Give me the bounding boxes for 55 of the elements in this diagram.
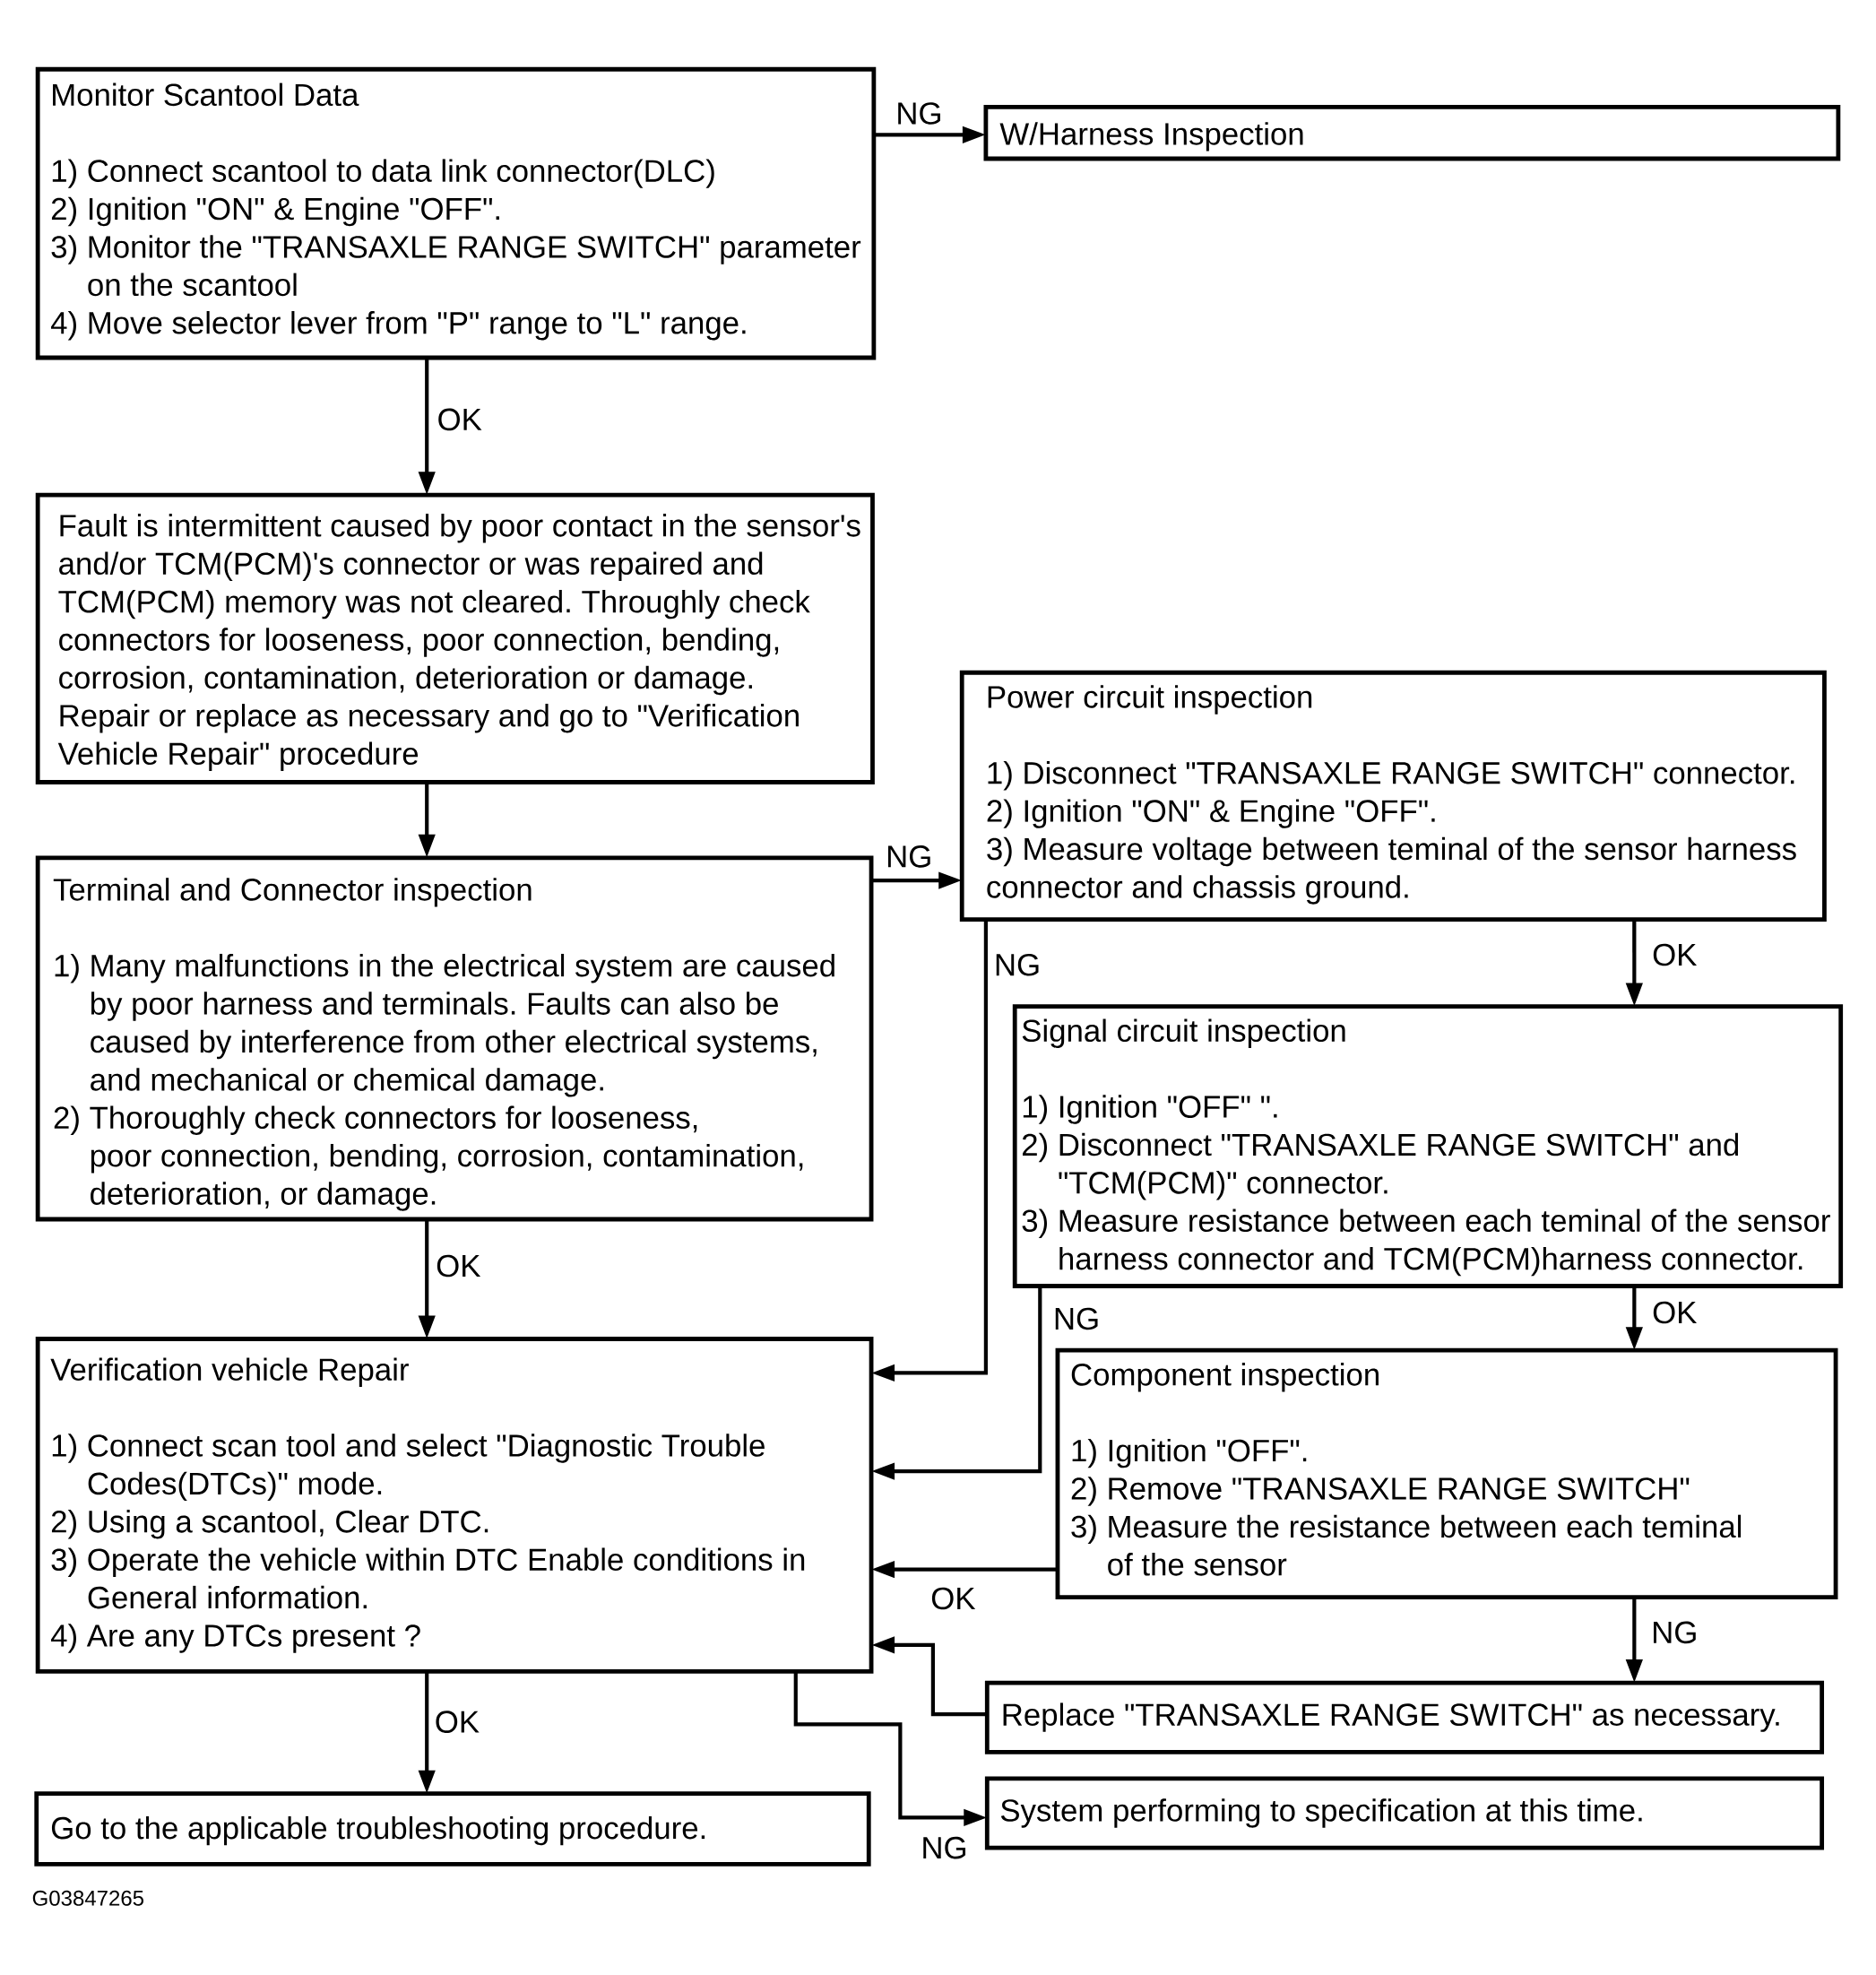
step-text: System performing to specification at this time. (1000, 1798, 1642, 1828)
step-item: 2) Thoroughly check connectors for looseness, poor connection, bending, corrosion, contamination, deterioration, or damage. (54, 1105, 803, 1211)
edge-label: NG (996, 953, 1039, 976)
step-item: 1) Many malfunctions in the electrical system are caused by poor harness and terminals. Faults can also be caused by interference from other electrical systems, and mechanical or chemical damage. (55, 953, 834, 1097)
step-item: 1) Disconnect "TRANSAXLE RANGE SWITCH" connector. (988, 761, 1794, 791)
process-box (1055, 1347, 1838, 1599)
process-box (35, 1337, 874, 1674)
process-box (35, 855, 874, 1222)
step-item: 3) Measure resistance between each teminal of the sensor harness connector and TCM(PCM)harness connector. (1022, 1208, 1830, 1277)
step-heading: Terminal and Connector inspection (53, 878, 532, 907)
process-box (35, 492, 875, 784)
step-item: 3) Measure voltage between teminal of the sensor harness connector and chassis ground. (987, 836, 1796, 905)
process-box (959, 670, 1827, 923)
step-item: 2) Ignition "ON" & Engine "OFF". (987, 799, 1435, 828)
edge-label: OK (1653, 1301, 1697, 1324)
process-box (35, 66, 877, 360)
step-text: Repair or replace as necessary and go to "Verification Vehicle Repair" procedure (57, 704, 799, 771)
step-item: 4) Are any DTCs present ? (50, 1624, 420, 1653)
edge-label: OK (931, 1587, 976, 1610)
step-item: 2) Disconnect "TRANSAXLE RANGE SWITCH" and "TCM(PCM)" connector. (1023, 1132, 1739, 1200)
step-item: 2) Using a scantool, Clear DTC. (51, 1510, 488, 1539)
step-item: 3) Operate the vehicle within DTC Enable conditions in General information. (51, 1547, 805, 1609)
step-item: 4) Move selector lever from "P" range to "L" range. (50, 311, 746, 341)
edge-label: OK (1653, 943, 1697, 966)
process-box (983, 105, 1841, 161)
edge-label: OK (437, 1254, 481, 1278)
process-box (34, 1791, 871, 1867)
process-box (1012, 1004, 1844, 1288)
edge-label: NG (887, 845, 930, 868)
edge-label: NG (923, 1836, 965, 1859)
step-heading: Verification vehicle Repair (50, 1357, 409, 1387)
process-box (984, 1680, 1825, 1754)
edge-label: OK (438, 408, 482, 431)
edge-label: NG (898, 102, 940, 125)
edge-label: NG (1055, 1307, 1098, 1330)
step-item: 2) Remove "TRANSAXLE RANGE SWITCH" (1071, 1477, 1690, 1506)
step-item: 3) Measure the resistance between each teminal of the sensor (1071, 1514, 1742, 1576)
step-heading: Monitor Scantool Data (53, 82, 359, 107)
step-item: 1) Connect scantool to data link connector(DLC) (52, 159, 714, 188)
step-text: Go to the applicable troubleshooting procedure. (51, 1815, 705, 1846)
step-item: 1) Ignition "OFF". (1072, 1438, 1307, 1468)
edge-label: NG (1654, 1621, 1696, 1644)
step-item: 3) Monitor the "TRANSAXLE RANGE SWITCH" parameter on the scantool (51, 235, 861, 297)
process-box (984, 1776, 1825, 1850)
step-item: 1) Ignition "OFF" ". (1023, 1095, 1277, 1124)
step-heading: Signal circuit inspection (1022, 1018, 1345, 1048)
step-text: Replace "TRANSAXLE RANGE SWITCH" as necessary. (1003, 1702, 1779, 1732)
step-heading: Power circuit inspection (988, 685, 1312, 715)
step-text: Fault is intermittent caused by poor contact in the sensor's and/or TCM(PCM)'s connector or was repaired and TCM(PCM) memory was not cleared. Throughly check connectors for looseness, poor connection, bending, corrosion, contamination, deterioration or damage. (58, 514, 860, 696)
step-item: 2) Ignition "ON" & Engine "OFF". (51, 196, 499, 227)
step-item: 1) Connect scan tool and select "Diagnostic Trouble Codes(DTCs)" mode. (52, 1434, 765, 1502)
step-heading: Component inspection (1071, 1363, 1379, 1392)
edge-label: OK (436, 1711, 480, 1733)
step-text: W/Harness Inspection (999, 122, 1303, 152)
figure-number: G03847265 (32, 1890, 143, 1906)
